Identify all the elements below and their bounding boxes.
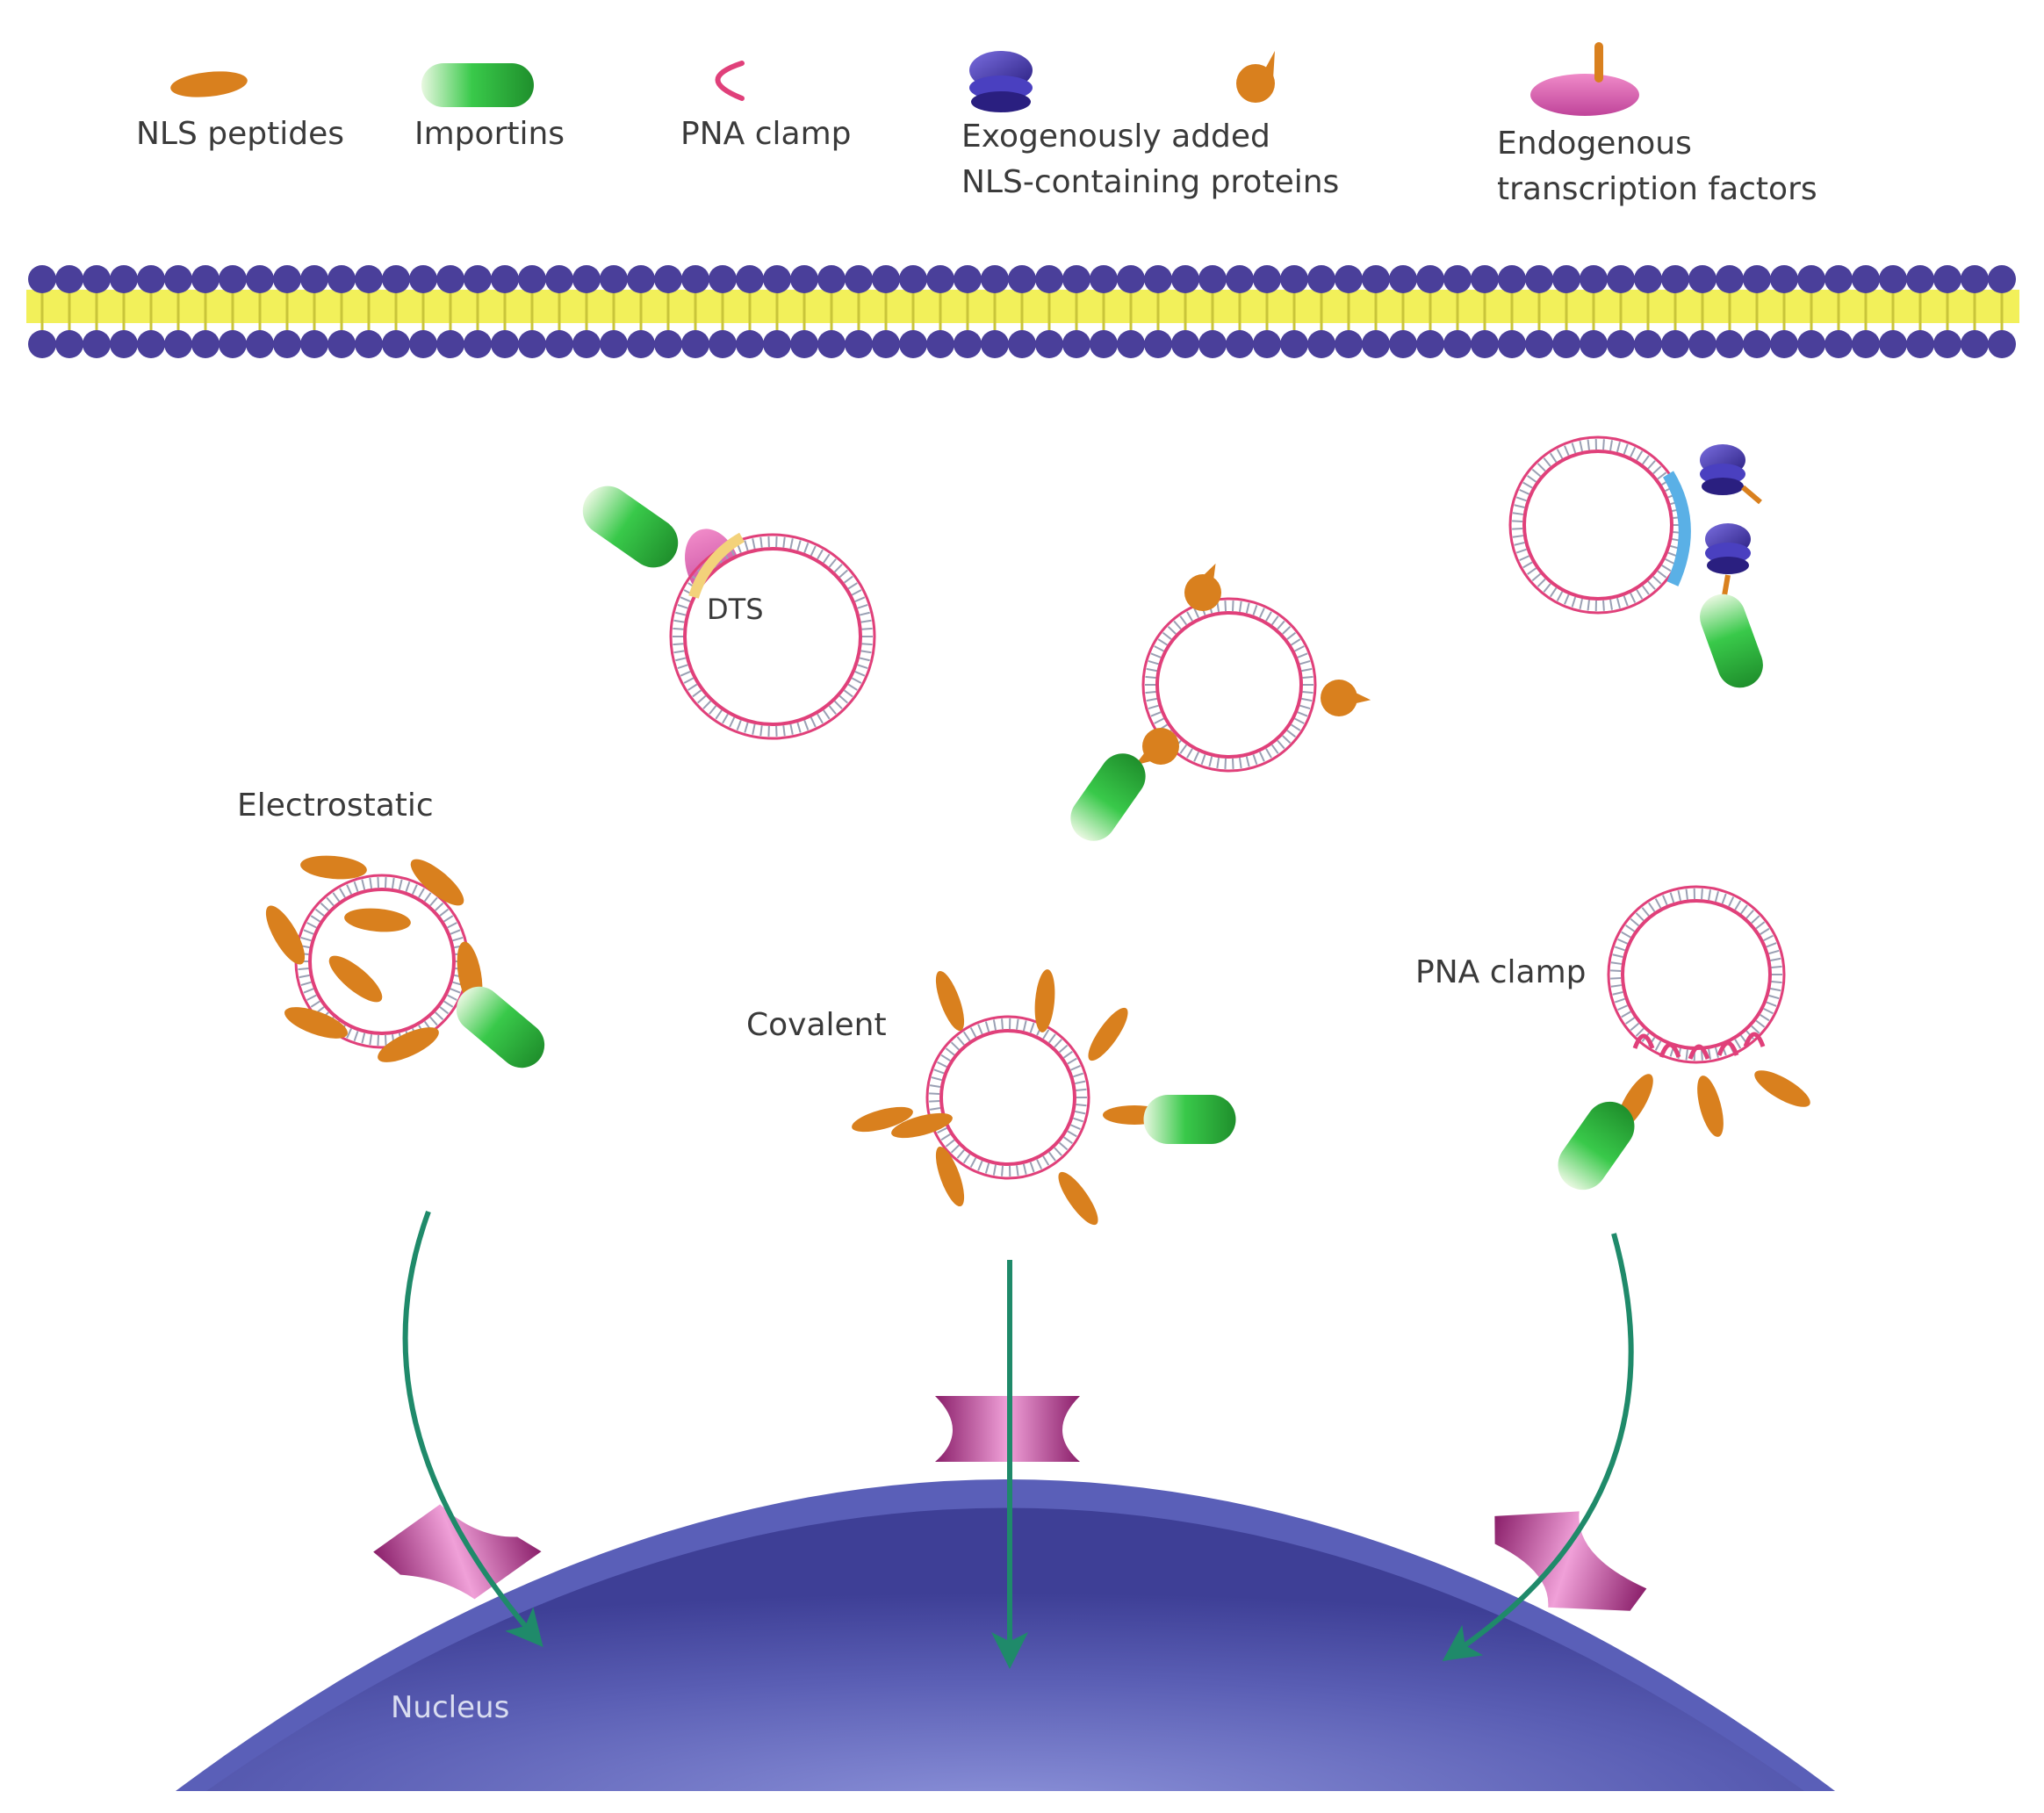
plasmid-exogenous-protein <box>1510 437 1769 694</box>
legend-nls-protein-orange-icon <box>1236 51 1275 103</box>
legend-exogenous-label: Exogenously added NLS-containing protein… <box>961 114 1339 205</box>
nucleus-label: Nucleus <box>391 1690 509 1725</box>
legend-nls-protein-icon <box>969 51 1033 112</box>
legend-endogenous-line1: Endogenous <box>1497 121 1817 167</box>
pna-clamp-label: PNA clamp <box>1415 953 1586 994</box>
legend-exogenous-line1: Exogenously added <box>961 114 1339 160</box>
plasmid-nls-protein <box>1062 560 1371 850</box>
covalent-label: Covalent <box>746 1005 887 1047</box>
electrostatic-label: Electrostatic <box>237 786 434 827</box>
legend-nls-peptides-label: NLS peptides <box>136 114 344 155</box>
legend-endogenous-line2: transcription factors <box>1497 167 1817 212</box>
legend-pna-clamp-label: PNA clamp <box>680 114 851 155</box>
plasmid-pna-clamp <box>1549 887 1816 1199</box>
legend-endogenous-label: Endogenous transcription factors <box>1497 121 1817 212</box>
cell-membrane <box>26 265 2019 358</box>
plasmid-electrostatic <box>259 853 554 1077</box>
legend-importins-label: Importins <box>414 114 565 155</box>
legend-pna-clamp-icon <box>718 63 743 98</box>
dts-label: DTS <box>707 593 764 626</box>
legend-nls-peptide-icon <box>169 68 248 100</box>
legend-importin-icon <box>421 63 534 107</box>
legend-exogenous-line2: NLS-containing proteins <box>961 160 1339 205</box>
legend-transcription-factor-icon <box>1530 42 1639 116</box>
plasmid-covalent <box>849 968 1235 1229</box>
